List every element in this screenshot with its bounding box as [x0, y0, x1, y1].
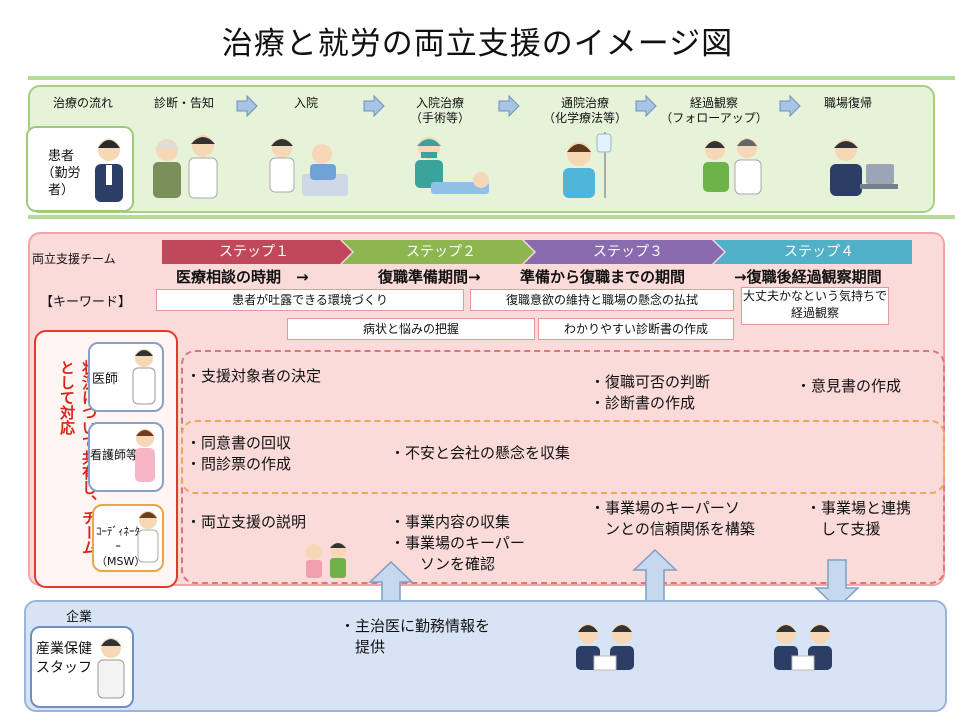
period-2: 復職準備期間→ [378, 268, 481, 286]
doctor-task-2: ・復職可否の判断 ・診断書の作成 [590, 373, 711, 412]
keyword-3: 大丈夫かなという気持ちで経過観察 [741, 287, 889, 325]
keyword-5: わかりやすい診断書の作成 [538, 318, 734, 340]
keyword-1: 患者が吐露できる環境づくり [156, 289, 464, 311]
right-arrow-icon [498, 94, 520, 118]
diagnosis-illustration [153, 135, 218, 199]
period-1: 医療相談の時期 → [176, 268, 309, 286]
nurse-task-1: ・同意書の回収 ・問診票の作成 [186, 434, 292, 473]
stage-label-2: 入院 [293, 96, 318, 110]
consultation-illustration [306, 542, 346, 578]
keyword-4: 病状と悩みの把握 [287, 318, 535, 340]
patient-label: 患者 （勤労者） [41, 149, 81, 198]
coordinator-icon [137, 511, 159, 563]
divider [28, 76, 955, 80]
company-info-text: ・主治医に勤務情報を 提供 [340, 617, 491, 656]
msw-task-2: ・事業内容の収集 ・事業場のキーパー ソンを確認 [390, 513, 525, 573]
staff-figure [97, 638, 125, 699]
period-3: 準備から復職までの期間 [520, 268, 686, 286]
step-4: ステップ４ [784, 244, 854, 260]
stage-label-6: 職場復帰 [823, 96, 872, 110]
step-1: ステップ１ [219, 244, 289, 260]
meeting-illustration [774, 624, 832, 671]
steps-chevron-bar [162, 240, 912, 264]
msw-task-3: ・事業場のキーパーソ ンとの信頼関係を構築 [590, 499, 755, 538]
nurse-row-frame [181, 420, 945, 494]
right-arrow-icon [779, 94, 801, 118]
patient-figure [95, 139, 123, 202]
period-4: →復職後経過観察期間 [734, 268, 882, 286]
step-3: ステップ３ [593, 244, 663, 260]
stage-label-5: 経過観察 （フォローアップ） [660, 96, 768, 125]
stage-label-1: 診断・告知 [153, 96, 214, 110]
team-label: 両立支援チーム [32, 252, 116, 266]
page-title: 治療と就労の両立支援のイメージ図 [221, 26, 734, 62]
keyword-label: 【キーワード】 [40, 295, 132, 310]
surgery-illustration [415, 137, 489, 194]
follow-up-illustration [703, 138, 762, 195]
nurse-icon [135, 429, 155, 482]
right-arrow-icon [363, 94, 385, 118]
keyword-2: 復職意欲の維持と職場の懸念の払拭 [470, 289, 734, 311]
nurse-role-label: 看護師等 [90, 448, 139, 462]
divider [28, 215, 955, 219]
down-arrow-icon [814, 559, 860, 610]
hospitalization-illustration [269, 138, 348, 196]
stage-label-3: 入院治療 （手術等） [409, 96, 470, 125]
msw-task-4: ・事業場と連携 して支援 [806, 499, 912, 538]
msw-role-label: ｺｰﾃﾞｨﾈｰﾀｰ （MSW） [96, 525, 146, 568]
doctor-icon [132, 349, 156, 405]
doctor-task-3: ・意見書の作成 [796, 377, 902, 395]
flow-label: 治療の流れ [52, 96, 113, 110]
outpatient-illustration [563, 132, 612, 198]
right-arrow-icon [236, 94, 258, 118]
right-arrow-icon [635, 94, 657, 118]
step-2: ステップ２ [406, 244, 476, 260]
doctor-role-label: 医師 [92, 372, 119, 387]
staff-label: 産業保健 スタッフ [36, 641, 92, 676]
nurse-task-2: ・不安と会社の懸念を収集 [390, 444, 571, 462]
company-label: 企業 [66, 610, 93, 625]
msw-task-1: ・両立支援の説明 [186, 513, 307, 531]
stage-label-4: 通院治療 （化学療法等） [542, 96, 627, 125]
return-to-work-illustration [830, 139, 898, 196]
doctor-task-1: ・支援対象者の決定 [186, 367, 322, 385]
meeting-illustration [576, 624, 634, 671]
